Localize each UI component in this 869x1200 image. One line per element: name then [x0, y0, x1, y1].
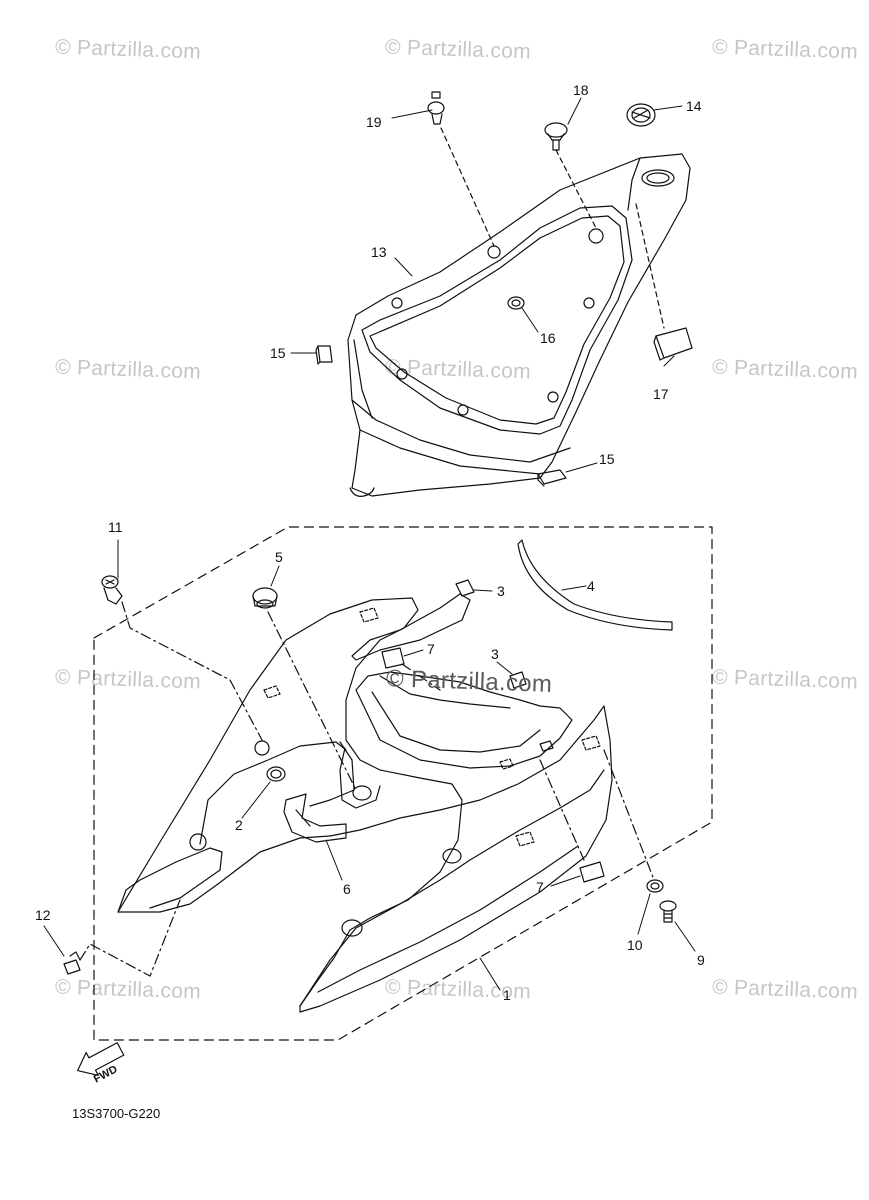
rivet-part-19 [427, 91, 445, 125]
center-watermark: © Partzilla.com [385, 665, 553, 698]
damper-part-7 [579, 861, 605, 883]
grommet-part-5 [252, 587, 278, 609]
callout-9: 9 [697, 952, 705, 968]
fwd-arrow-icon [77, 1042, 125, 1077]
collar-part-10 [646, 879, 664, 893]
rivet-part-12 [63, 951, 81, 975]
callout-7: 7 [536, 879, 544, 895]
nut-part-3 [455, 579, 475, 597]
trim-strip-part-4 [517, 539, 673, 631]
callout-4: 4 [587, 578, 595, 594]
callout-3: 3 [497, 583, 505, 599]
grommet-part-16 [507, 296, 525, 310]
side-cover-part-1 [117, 597, 613, 1013]
callout-12: 12 [35, 907, 51, 923]
callout-15: 15 [599, 451, 615, 467]
diagram-code: 13S3700-G220 [72, 1106, 161, 1121]
damper-part-6 [283, 793, 347, 843]
block-part-17 [653, 327, 693, 361]
callout-6: 6 [343, 881, 351, 897]
damper-part-7 [381, 647, 405, 669]
callout-15: 15 [270, 345, 286, 361]
callout-17: 17 [653, 386, 669, 402]
callout-2: 2 [235, 817, 243, 833]
assembly-boundary [93, 526, 713, 1041]
callout-19: 19 [366, 114, 382, 130]
callout-10: 10 [627, 937, 643, 953]
callout-11: 11 [108, 519, 123, 535]
callout-3: 3 [491, 646, 499, 662]
screw-part-9 [659, 900, 677, 923]
callout-7: 7 [427, 641, 435, 657]
callout-16: 16 [540, 330, 556, 346]
collar-part-2 [266, 766, 286, 782]
callout-13: 13 [371, 244, 387, 260]
callout-18: 18 [573, 82, 589, 98]
damper-part-15-lower [537, 469, 567, 487]
callout-5: 5 [275, 549, 283, 565]
inner-bracket [351, 593, 573, 770]
callout-14: 14 [686, 98, 702, 114]
cap-part-14 [626, 103, 656, 127]
damper-part-15-left [315, 345, 333, 365]
fwd-label: FWD [92, 1063, 120, 1085]
callout-1: 1 [503, 987, 511, 1003]
nut-part-3 [509, 671, 527, 689]
bolt-part-18 [544, 122, 568, 151]
seat-cowling-part-13 [347, 153, 691, 497]
screw-part-11 [101, 575, 123, 605]
